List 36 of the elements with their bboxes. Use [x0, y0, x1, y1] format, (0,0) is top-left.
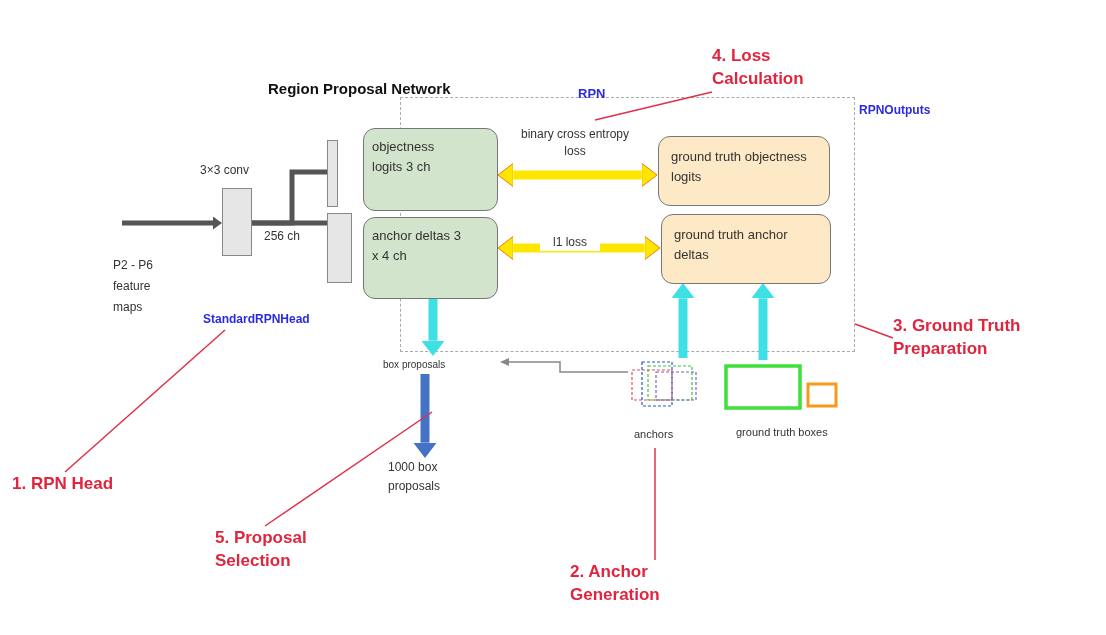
step-label: 4. Loss Calculation — [712, 44, 842, 100]
region-label: RPNOutputs — [859, 103, 931, 117]
arrow — [751, 283, 775, 360]
conv-layer-box — [222, 188, 252, 256]
ground-truth-box: ground truth anchor deltas — [661, 214, 831, 284]
node-label: anchors — [633, 427, 675, 442]
node-label: ground truth boxes — [735, 425, 829, 440]
arrow — [497, 162, 658, 188]
edge-label: l1 loss — [540, 234, 600, 251]
prediction-box: anchor deltas 3 x 4 ch — [363, 217, 498, 299]
arrow — [122, 216, 222, 230]
module-name: StandardRPNHead — [203, 312, 323, 330]
step-label: 5. Proposal Selection — [215, 526, 365, 590]
step-label: 2. Anchor Generation — [570, 560, 720, 624]
arrow — [421, 299, 445, 356]
arrow — [497, 235, 661, 261]
step-label: 1. RPN Head — [12, 472, 182, 498]
diagram-title: Region Proposal Network — [268, 80, 451, 97]
annotation-label: 3×3 conv — [200, 163, 251, 177]
annotation-label: RPN — [578, 86, 607, 101]
connector-line — [252, 169, 327, 226]
arrow — [500, 358, 629, 373]
output-label: box proposals — [383, 356, 500, 374]
leader-line — [654, 447, 656, 561]
ground-truth-box: ground truth objectness logits — [658, 136, 830, 206]
conv-layer-bar — [327, 213, 352, 283]
leader-line — [854, 323, 894, 339]
output-label: 1000 box proposals — [388, 458, 478, 498]
step-label: 3. Ground Truth Preparation — [893, 314, 1103, 378]
annotation-label: P2 - P6 feature maps — [113, 257, 155, 316]
leader-line — [594, 91, 713, 121]
leader-line — [64, 329, 226, 473]
leader-line — [264, 411, 433, 527]
conv-layer-bar — [327, 140, 338, 207]
arrow — [671, 283, 695, 358]
prediction-box: objectness logits 3 ch — [363, 128, 498, 211]
